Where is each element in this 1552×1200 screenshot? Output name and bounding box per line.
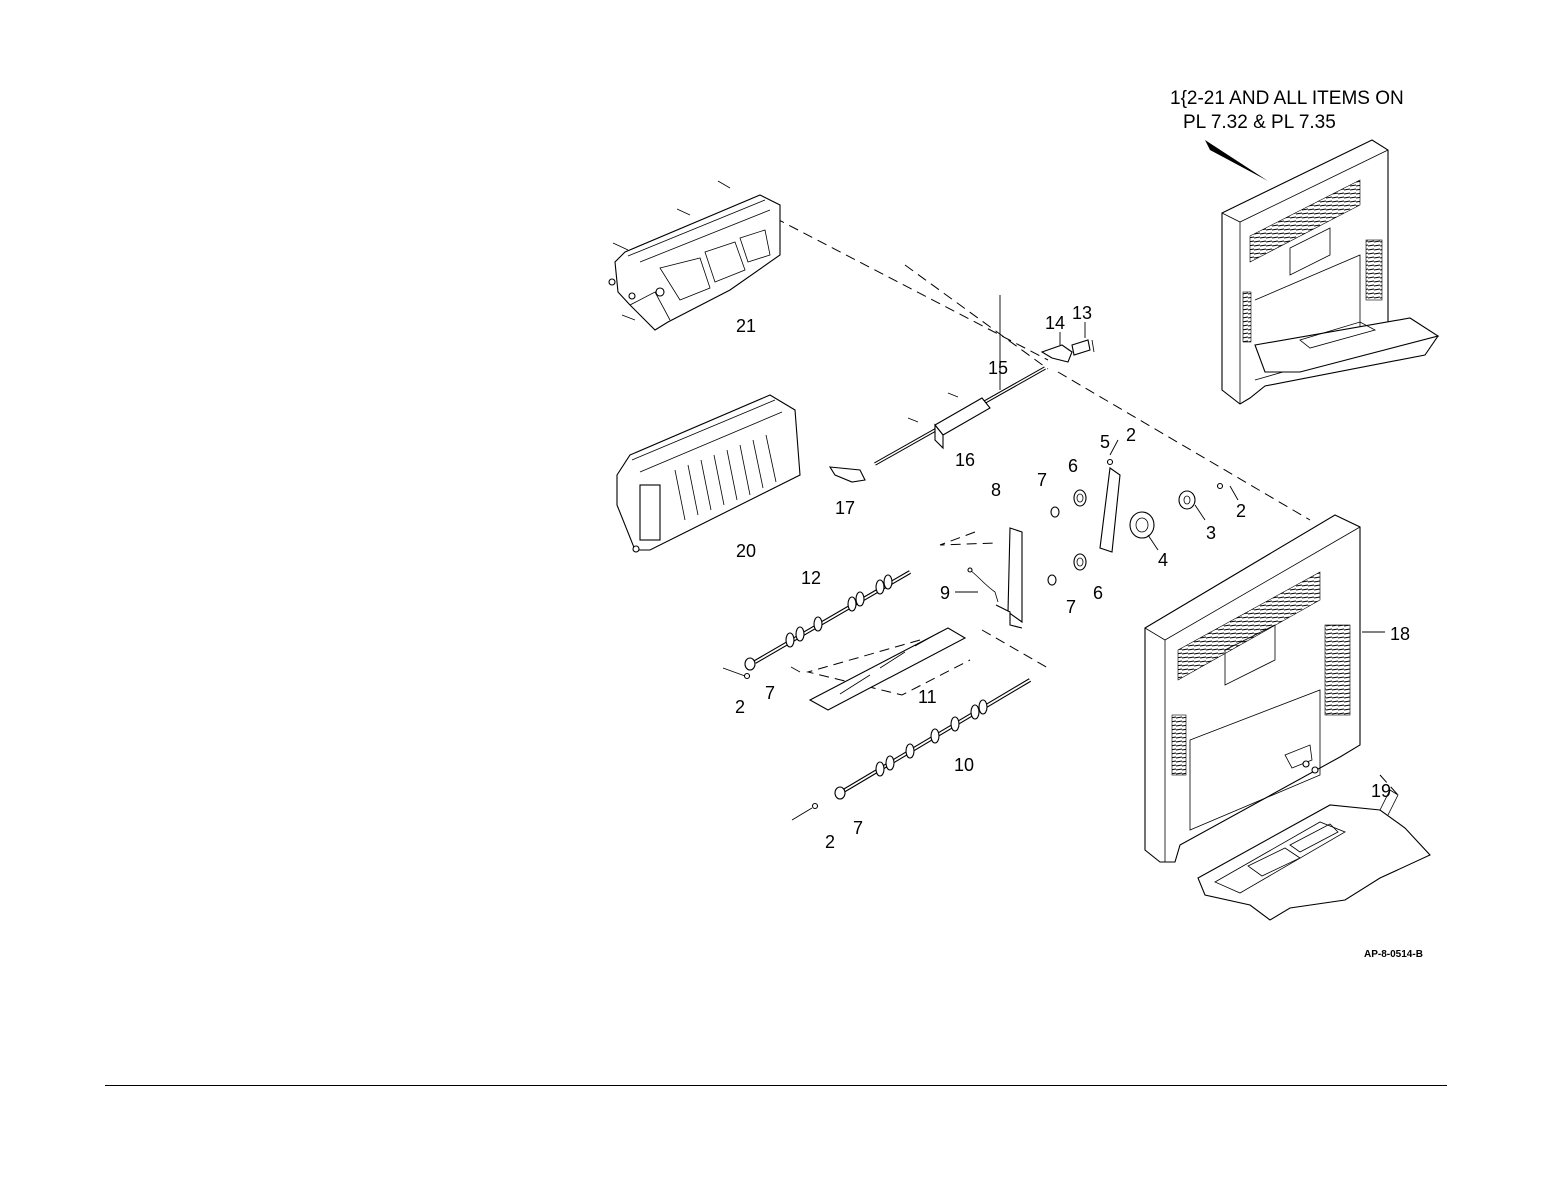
footer-rule xyxy=(105,1085,1447,1086)
part-20-lower-unit xyxy=(617,395,800,552)
callout-8: 8 xyxy=(991,480,1001,500)
part-13-spring xyxy=(1072,340,1094,355)
part-3-ring xyxy=(1179,491,1195,509)
callout-2-left: 2 xyxy=(735,697,745,717)
callout-2-lower: 2 xyxy=(825,832,835,852)
part-11-guide xyxy=(791,628,965,710)
part-5-bracket xyxy=(1100,468,1120,552)
callout-4: 4 xyxy=(1158,550,1168,570)
callout-2-right: 2 xyxy=(1236,501,1246,521)
callout-20: 20 xyxy=(736,541,756,561)
callout-13: 13 xyxy=(1072,303,1092,323)
callout-11: 11 xyxy=(918,687,937,707)
callout-12: 12 xyxy=(801,568,821,588)
part-8-plate xyxy=(996,528,1022,628)
part-12-roll-shaft xyxy=(745,572,910,670)
part-4-drive-gear xyxy=(1130,512,1154,538)
figure-code: AP-8-0514-B xyxy=(1364,949,1423,960)
part-21-upper-unit xyxy=(609,181,780,330)
callout-7-left: 7 xyxy=(765,683,775,703)
callout-9: 9 xyxy=(940,583,950,603)
callout-19: 19 xyxy=(1371,781,1391,801)
note-pointer-arrow xyxy=(1205,140,1268,181)
callout-3: 3 xyxy=(1206,523,1216,543)
callout-7-middle: 7 xyxy=(1066,597,1076,617)
part-9-harness xyxy=(968,568,998,602)
rear-cover-assembly-reference xyxy=(1222,140,1438,404)
part-7-bearing-lower xyxy=(1048,575,1056,585)
callout-2-upper-right: 2 xyxy=(1126,425,1136,445)
callout-6-upper: 6 xyxy=(1068,456,1078,476)
callout-16: 16 xyxy=(955,450,975,470)
callout-10: 10 xyxy=(954,755,974,775)
callout-14: 14 xyxy=(1045,313,1065,333)
part-17-lever xyxy=(830,467,865,482)
part-7-bearing-upper xyxy=(1051,507,1059,517)
callout-21: 21 xyxy=(736,316,756,336)
callout-18: 18 xyxy=(1390,624,1410,644)
callout-6-lower: 6 xyxy=(1093,583,1103,603)
callout-7-upper: 7 xyxy=(1037,470,1047,490)
callout-17: 17 xyxy=(835,498,855,518)
part-6-gear-upper xyxy=(1074,490,1086,506)
callout-7-lower: 7 xyxy=(853,818,863,838)
callout-15: 15 xyxy=(988,358,1008,378)
callout-5: 5 xyxy=(1100,432,1110,452)
part-6-gear-lower xyxy=(1074,554,1086,570)
